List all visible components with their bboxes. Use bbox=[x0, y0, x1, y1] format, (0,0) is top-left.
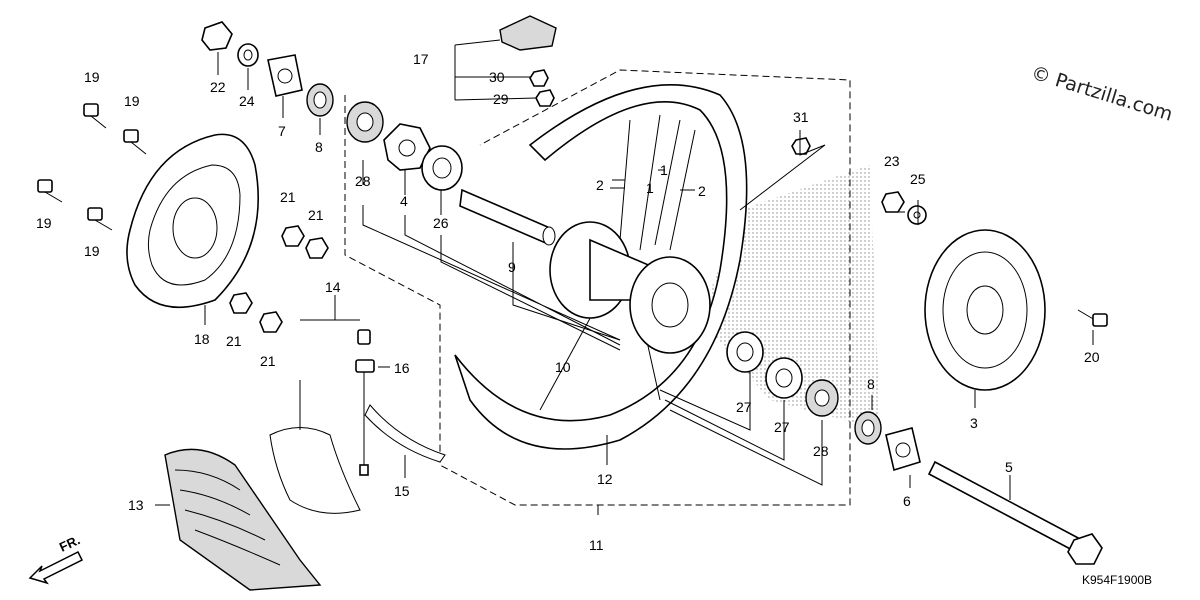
callout-21a: 21 bbox=[280, 189, 296, 205]
callout-5: 5 bbox=[1005, 459, 1013, 475]
callout-1b: 1 bbox=[646, 180, 654, 196]
callout-1a: 1 bbox=[660, 162, 668, 178]
callout-29: 29 bbox=[493, 91, 509, 107]
callout-13: 13 bbox=[128, 497, 144, 513]
callout-2a: 2 bbox=[596, 177, 604, 193]
callout-27b: 27 bbox=[774, 419, 790, 435]
chain-guide-icon-17 bbox=[499, 15, 557, 51]
nut-icon-21c bbox=[229, 292, 253, 314]
watermark-text: © Partzilla.com bbox=[1029, 62, 1176, 126]
collar-icon-8a bbox=[306, 83, 334, 117]
callout-19c: 19 bbox=[36, 215, 52, 231]
callout-27a: 27 bbox=[736, 399, 752, 415]
callout-3: 3 bbox=[970, 415, 978, 431]
nut-icon-21d bbox=[259, 311, 283, 333]
callout-4: 4 bbox=[400, 193, 408, 209]
callout-28a: 28 bbox=[355, 173, 371, 189]
callout-11: 11 bbox=[589, 537, 604, 553]
bolt-icon-19c bbox=[37, 179, 63, 203]
nut-icon-30 bbox=[529, 69, 549, 87]
callout-15: 15 bbox=[394, 483, 410, 499]
tire-icon bbox=[164, 448, 322, 591]
rim-band-icon bbox=[269, 319, 361, 514]
callout-19d: 19 bbox=[84, 243, 100, 259]
nut-icon-21a bbox=[281, 225, 305, 247]
nut-icon-23 bbox=[881, 191, 905, 213]
leader-lines bbox=[155, 39, 1094, 515]
callout-6: 6 bbox=[903, 493, 911, 509]
diagram-code: K954F1900B bbox=[1082, 573, 1152, 587]
callout-21d: 21 bbox=[260, 353, 276, 369]
dust-seal-icon-28b bbox=[805, 379, 839, 417]
callout-10: 10 bbox=[555, 359, 571, 375]
callout-12: 12 bbox=[597, 471, 613, 487]
washer-icon-24 bbox=[237, 43, 259, 67]
bearing-icon-27b bbox=[765, 357, 803, 399]
bearing-icon-27a bbox=[726, 331, 764, 373]
brake-disc-icon bbox=[126, 133, 259, 308]
callout-28b: 28 bbox=[813, 443, 829, 459]
callout-30: 30 bbox=[489, 69, 505, 85]
chain-adjuster-icon-7 bbox=[267, 54, 303, 97]
collar-icon-8b bbox=[854, 411, 882, 445]
callout-7: 7 bbox=[278, 123, 286, 139]
axle-icon-5 bbox=[927, 460, 1103, 565]
nut-icon-31 bbox=[791, 137, 811, 155]
callout-14: 14 bbox=[325, 279, 341, 295]
nut-icon-29 bbox=[535, 89, 555, 107]
callout-21b: 21 bbox=[308, 207, 324, 223]
spacer-icon-9 bbox=[459, 188, 556, 246]
bolt-icon-19b bbox=[123, 129, 147, 155]
bearing-icon-26 bbox=[421, 145, 463, 191]
rim-icon bbox=[454, 84, 748, 450]
callout-25: 25 bbox=[910, 171, 926, 187]
dust-seal-icon-28a bbox=[346, 101, 384, 143]
callout-2b: 2 bbox=[698, 183, 706, 199]
callout-19a: 19 bbox=[84, 69, 100, 85]
callout-20: 20 bbox=[1084, 349, 1100, 365]
callout-26: 26 bbox=[433, 215, 449, 231]
sprocket-hub-icon-4 bbox=[383, 123, 431, 171]
bolt-icon-20 bbox=[1077, 309, 1108, 327]
rim-strip-icon bbox=[364, 404, 446, 463]
callout-31: 31 bbox=[793, 109, 809, 125]
bolt-icon-19d bbox=[87, 207, 113, 231]
direction-arrow-icon bbox=[28, 550, 84, 585]
callout-8a: 8 bbox=[315, 139, 323, 155]
callout-9: 9 bbox=[508, 259, 516, 275]
nut-icon-21b bbox=[305, 237, 329, 259]
callout-8b: 8 bbox=[867, 376, 875, 392]
callout-labels: 1 1 2 2 3 4 5 6 7 8 8 9 10 11 12 13 14 1… bbox=[36, 51, 1100, 553]
bolt-icon-19a bbox=[83, 103, 107, 129]
callout-16: 16 bbox=[394, 360, 410, 376]
callout-23: 23 bbox=[884, 153, 900, 169]
callout-24: 24 bbox=[239, 93, 255, 109]
hub-icon-10 bbox=[549, 221, 711, 354]
callout-21c: 21 bbox=[226, 333, 242, 349]
callout-17: 17 bbox=[413, 51, 429, 67]
chain-adjuster-icon-6 bbox=[885, 427, 921, 472]
callout-19b: 19 bbox=[124, 93, 140, 109]
callout-22: 22 bbox=[210, 79, 226, 95]
callout-18: 18 bbox=[194, 331, 210, 347]
wheel-assembly-frame bbox=[344, 69, 851, 506]
nut-icon-22 bbox=[201, 21, 233, 51]
washer-icon-25 bbox=[907, 205, 927, 225]
sprocket-icon-3 bbox=[924, 229, 1046, 391]
valve-icon bbox=[355, 329, 375, 476]
